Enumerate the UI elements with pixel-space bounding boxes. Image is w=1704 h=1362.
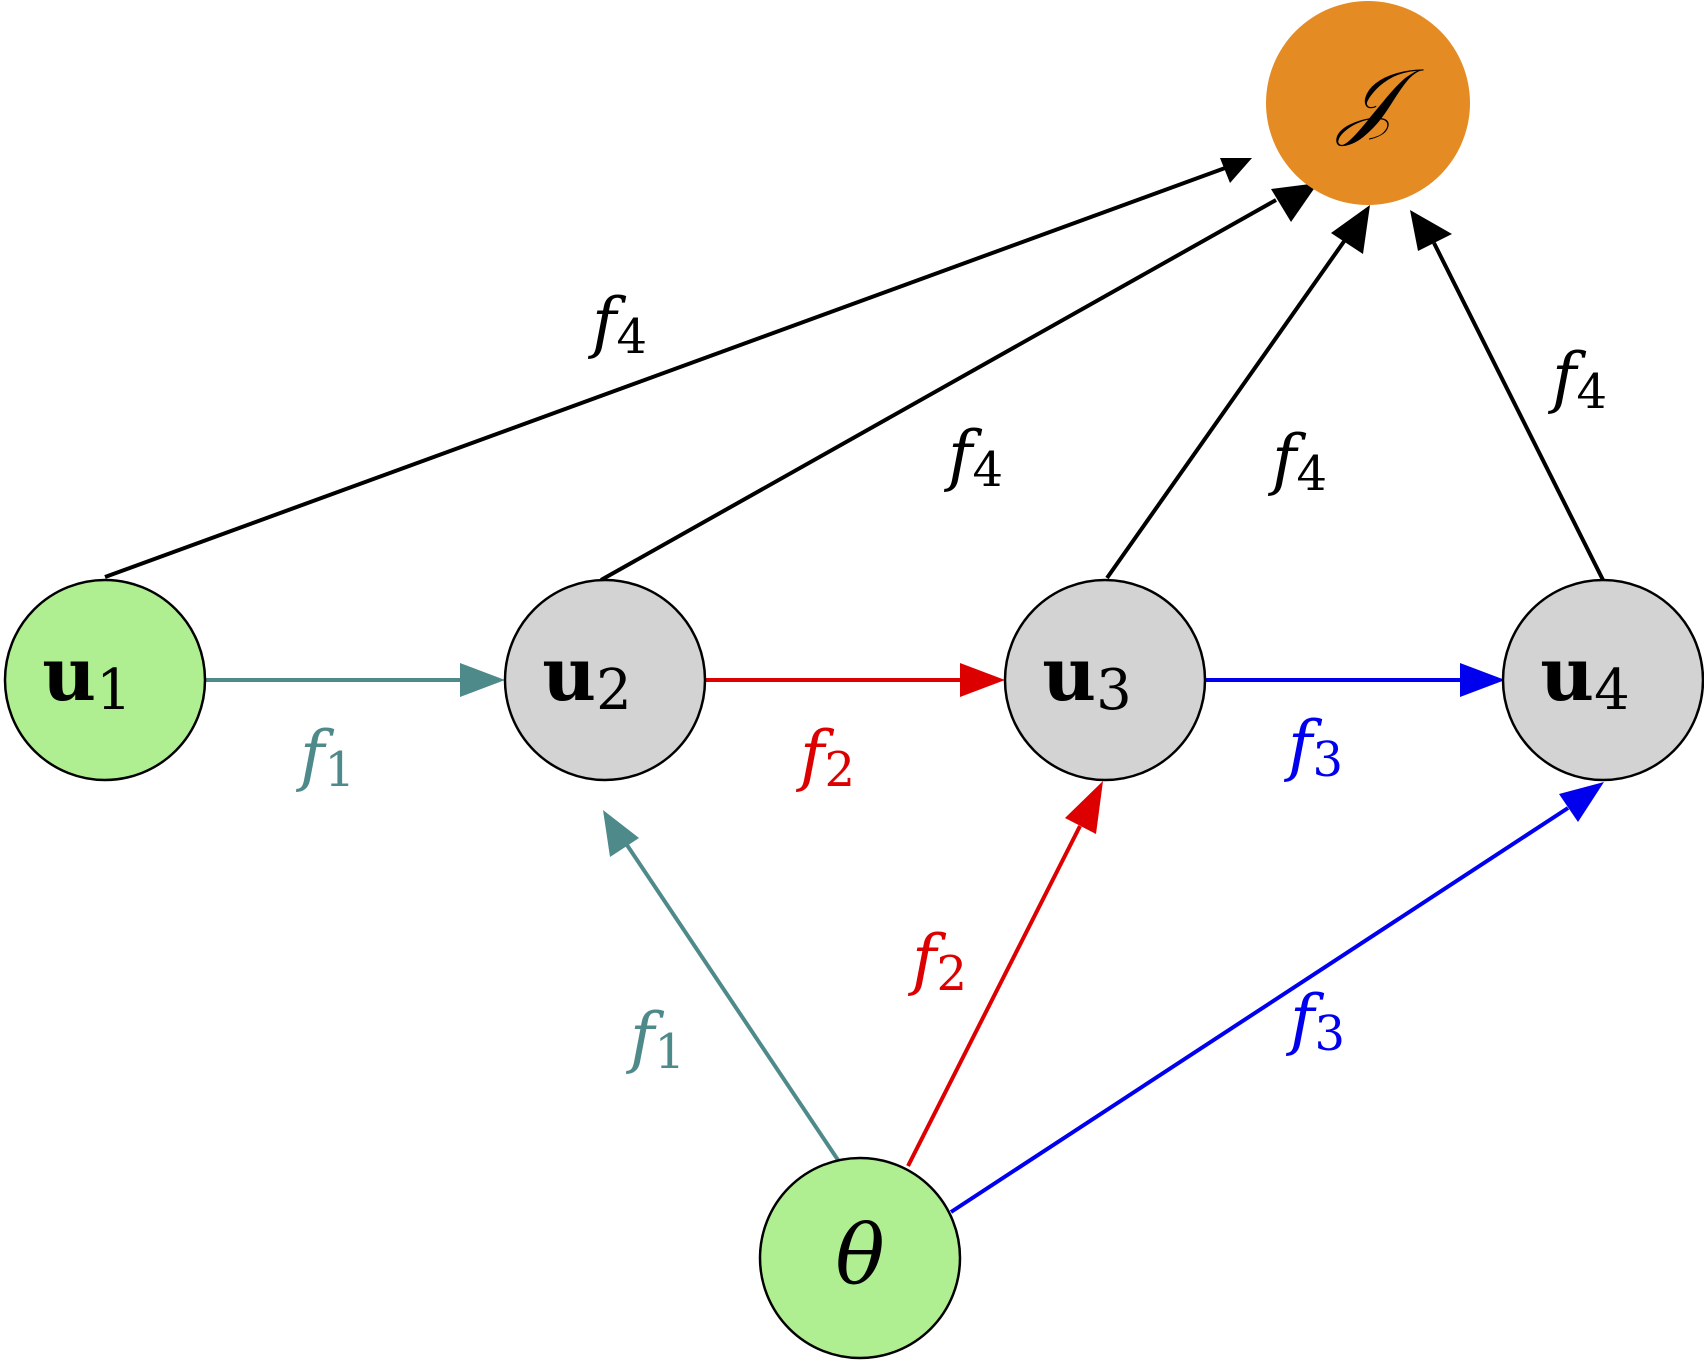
node-theta: θ (758, 1156, 962, 1360)
edges-f4 (104, 158, 1605, 582)
label-u3-u4: f3 (1283, 707, 1343, 788)
arrowhead-u2-J (1271, 183, 1318, 222)
node-theta-label: θ (835, 1209, 884, 1304)
node-u4: u4 (1501, 578, 1704, 782)
node-u2-sub: 2 (596, 658, 632, 723)
svg-text:u3: u3 (1042, 632, 1131, 723)
edge-u4-to-J (1432, 242, 1605, 581)
arrowhead-u2-u3 (960, 663, 1005, 697)
node-u3: u3 (1003, 578, 1207, 782)
node-u1-main: u (42, 632, 96, 718)
label-u4-J: f4 (1547, 339, 1607, 420)
label-u1-J: f4 (587, 284, 647, 365)
arrowhead-theta-u4 (1559, 782, 1604, 822)
arrowhead-u4-J (1410, 210, 1452, 251)
arrowhead-u3-u4 (1460, 663, 1505, 697)
svg-text:u4: u4 (1540, 632, 1629, 723)
node-u1: u1 (3, 578, 207, 782)
node-u1-sub: 1 (96, 658, 132, 723)
label-u3-J: f4 (1267, 421, 1327, 502)
label-u2-J: f4 (943, 417, 1003, 498)
edge-u2-to-J (600, 198, 1277, 582)
arrowheads-f4 (1220, 158, 1452, 254)
edges-from-theta (603, 781, 1604, 1214)
node-u4-sub: 4 (1594, 658, 1630, 723)
node-u3-main: u (1042, 632, 1096, 718)
edge-theta-to-u2 (625, 843, 840, 1162)
arrowhead-u1-J (1220, 158, 1252, 183)
node-u3-sub: 3 (1096, 658, 1132, 723)
node-objective-J: 𝒥 (1266, 1, 1470, 205)
label-theta-u4: f3 (1285, 981, 1345, 1062)
label-theta-u3: f2 (907, 921, 967, 1002)
edges-chain (205, 663, 1505, 697)
arrowhead-u1-u2 (460, 663, 505, 697)
arrowhead-theta-u3 (1065, 781, 1103, 834)
arrowhead-u3-J (1331, 205, 1370, 254)
edge-u1-to-J (104, 158, 1248, 579)
node-u4-main: u (1540, 632, 1594, 718)
node-u2-main: u (542, 632, 596, 718)
arrowhead-theta-u2 (603, 810, 639, 857)
node-u2: u2 (503, 578, 707, 782)
label-theta-u2: f1 (625, 999, 685, 1080)
edge-theta-to-u3 (906, 825, 1082, 1167)
edge-theta-to-u4 (949, 806, 1570, 1214)
label-u1-u2: f1 (295, 717, 355, 798)
svg-text:u2: u2 (542, 632, 631, 723)
svg-text:u1: u1 (42, 632, 131, 723)
edge-u3-to-J (1105, 238, 1347, 580)
label-u2-u3: f2 (795, 717, 855, 798)
